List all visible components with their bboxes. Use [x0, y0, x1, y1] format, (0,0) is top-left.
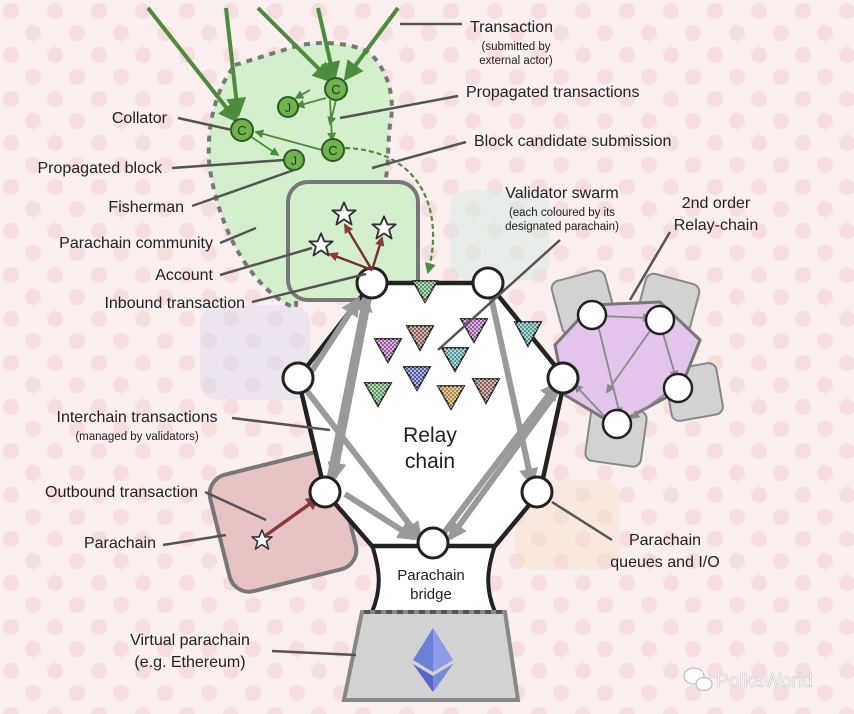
label-outbound-transaction: Outbound transaction [45, 484, 198, 501]
svg-text:C: C [237, 123, 246, 138]
label-fisherman: Fisherman [108, 199, 184, 216]
label-interchain-sub: (managed by validators) [75, 431, 199, 443]
incoming-transaction-arrows [146, 6, 400, 124]
label-collator: Collator [112, 110, 168, 127]
wechat-icon [683, 667, 713, 692]
label-validator-swarm: Validator swarm [505, 185, 619, 202]
label-parachain-community: Parachain community [59, 235, 213, 252]
svg-text:C: C [328, 143, 337, 158]
fisherman-node-1: J [277, 96, 299, 118]
label-parachain: Parachain [84, 535, 156, 552]
collator-node-2: C [230, 118, 254, 142]
label-relay-line1: Relay [403, 424, 457, 447]
collator-node-1: C [324, 77, 348, 101]
label-queues-line2: queues and I/O [610, 554, 719, 571]
label-inbound-transaction: Inbound transaction [104, 295, 245, 312]
label-transaction-sub2: external actor) [479, 55, 553, 67]
interchain-arrows [297, 291, 561, 542]
inbound-transaction-arrows [328, 223, 385, 272]
outbound-transaction-arrow [263, 496, 321, 538]
label-account: Account [155, 267, 213, 284]
second-order-relay-chain [550, 269, 724, 468]
svg-text:C: C [331, 82, 340, 97]
label-block-candidate-submission: Block candidate submission [474, 133, 671, 150]
watermark: PolkaWorld [683, 667, 813, 692]
fisherman-node-2: J [283, 149, 305, 171]
propagation-arrows [249, 89, 337, 157]
label-second-order-line1: 2nd order [682, 195, 751, 212]
label-propagated-block: Propagated block [37, 160, 163, 177]
label-relay-line2: chain [405, 450, 455, 473]
label-second-order-line2: Relay-chain [674, 217, 758, 234]
label-transaction: Transaction [470, 19, 553, 36]
watermark-text: PolkaWorld [716, 671, 813, 692]
label-transaction-sub1: (submitted by [481, 41, 550, 53]
label-virtual-parachain-line2: (e.g. Ethereum) [134, 654, 245, 671]
label-propagated-transactions: Propagated transactions [466, 84, 639, 101]
label-queues-line1: Parachain [629, 532, 701, 549]
label-virtual-parachain-line1: Virtual parachain [130, 632, 250, 649]
block-candidate-arrow [344, 146, 436, 275]
label-parachain-bridge-line1: Parachain [397, 567, 465, 584]
svg-text:J: J [285, 101, 291, 115]
collator-node-3: C [321, 138, 345, 162]
label-interchain-transactions: Interchain transactions [57, 409, 218, 426]
svg-text:J: J [291, 154, 297, 168]
leader-lines [162, 22, 672, 657]
ethereum-icon [413, 628, 453, 692]
label-validator-swarm-sub2: designated parachain) [505, 221, 619, 233]
label-parachain-bridge-line2: bridge [410, 586, 452, 603]
label-validator-swarm-sub1: (each coloured by its [509, 207, 615, 219]
